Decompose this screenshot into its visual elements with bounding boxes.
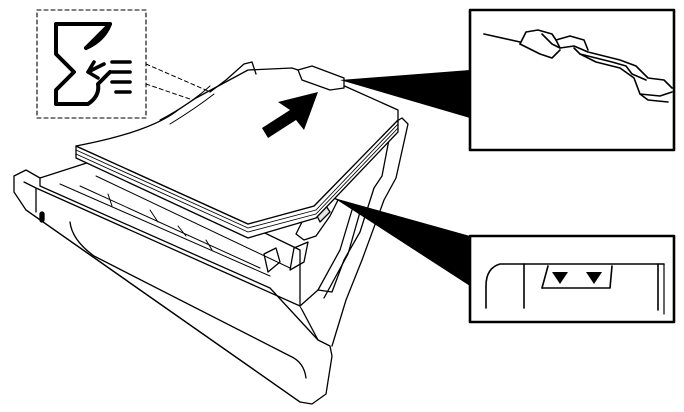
load-limit-detail-box bbox=[468, 234, 676, 324]
cassette-guide-bracket bbox=[263, 241, 309, 273]
load-limit-triangles-icon bbox=[485, 263, 665, 315]
insert-direction-icon bbox=[86, 60, 132, 94]
cassette-lower-lip bbox=[25, 209, 301, 403]
cassette-front-inner-edge bbox=[23, 181, 319, 341]
cassette-grip-slot bbox=[39, 211, 45, 223]
paper-top-sheet bbox=[75, 67, 399, 225]
load-limit-mark-2 bbox=[586, 272, 602, 284]
paper-face-up-insert-icon bbox=[54, 22, 112, 106]
paper-side-icon-box bbox=[36, 9, 147, 119]
paper-cassette bbox=[13, 117, 409, 405]
cassette-floor-ribs bbox=[59, 175, 291, 277]
callout-wedge-length-guide bbox=[340, 70, 470, 118]
callout-wedge-load-limit bbox=[334, 198, 470, 286]
paper-stack-layers bbox=[75, 123, 399, 233]
cassette-handle-recess bbox=[69, 221, 307, 379]
length-guide-detail-box bbox=[468, 8, 676, 152]
paper-length-guide-clip bbox=[297, 65, 345, 91]
paper-curl-shading bbox=[159, 85, 215, 125]
paper-back-guide bbox=[209, 61, 257, 93]
cassette-side-rail bbox=[317, 209, 361, 299]
paper-stack bbox=[75, 61, 399, 239]
paper-length-guide-icon bbox=[483, 29, 673, 103]
arrow-up-right-icon bbox=[262, 92, 318, 138]
load-limit-mark-1 bbox=[552, 272, 568, 284]
